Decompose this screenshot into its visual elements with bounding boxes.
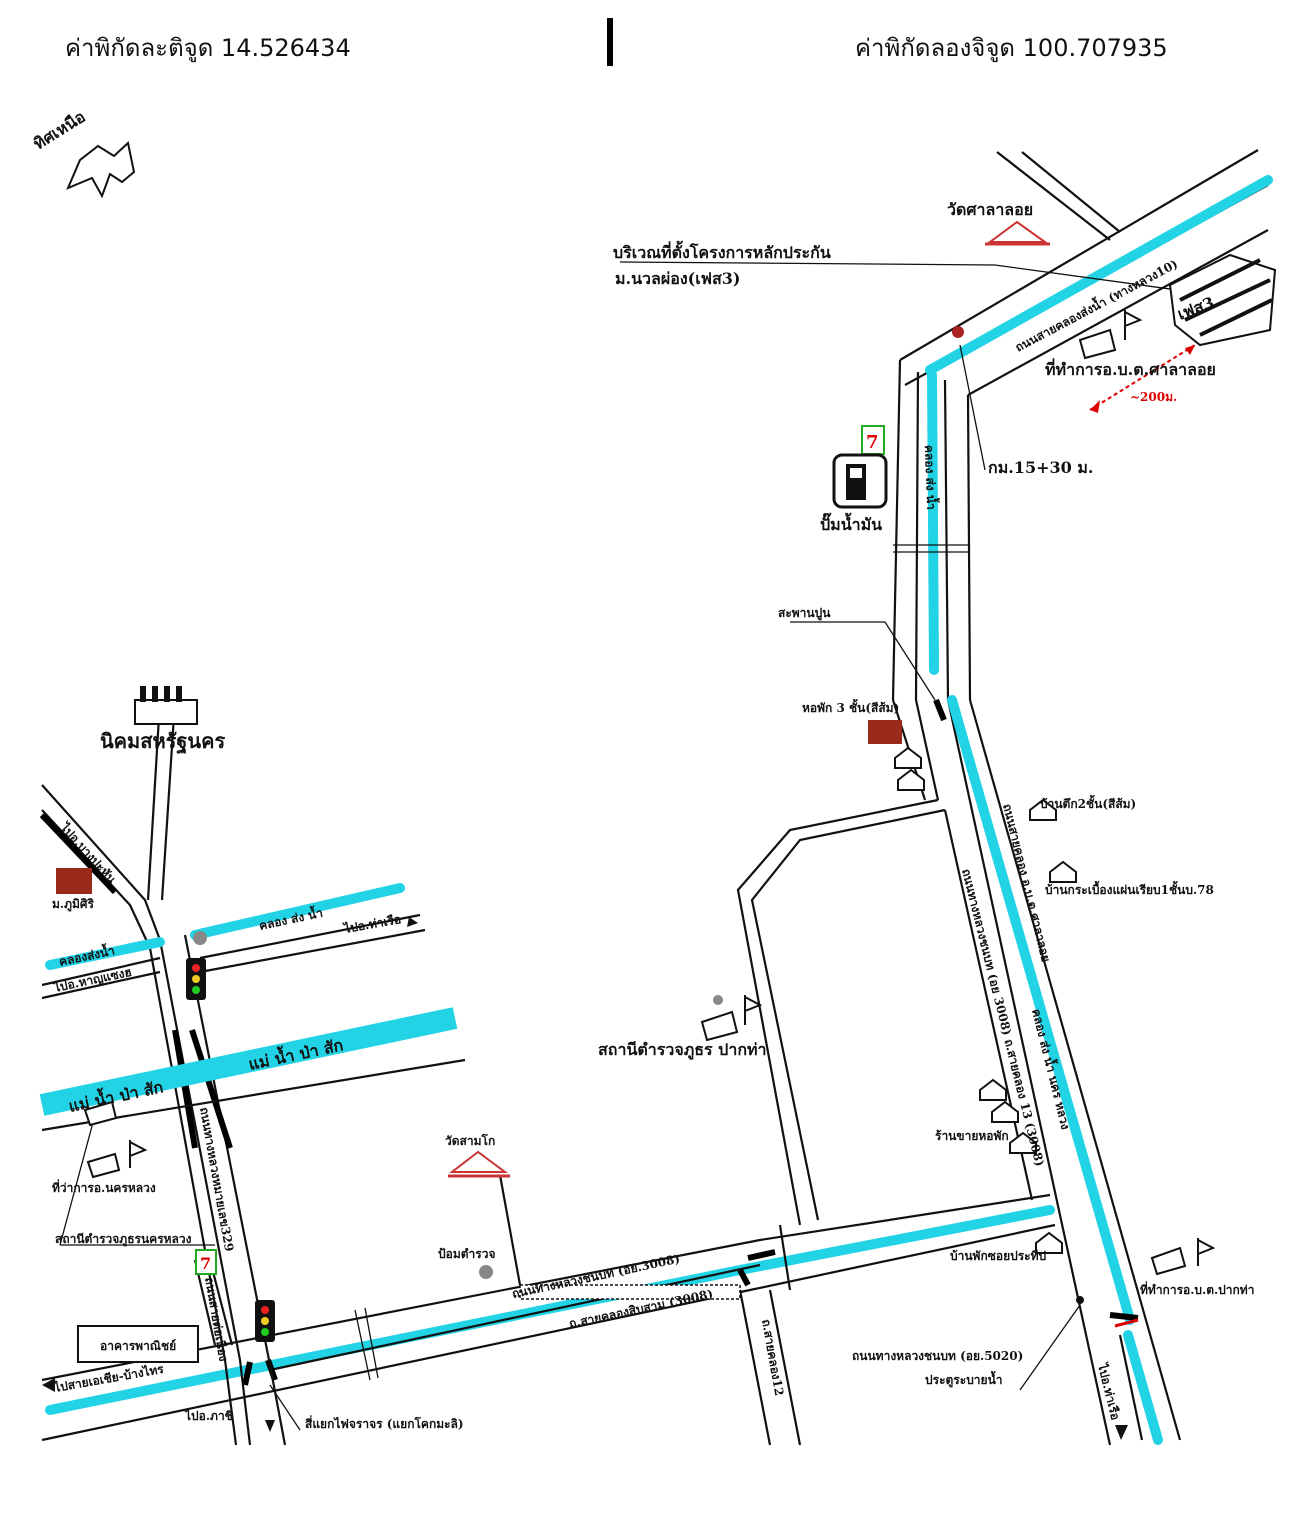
dorm-building-icon — [868, 720, 902, 744]
dorm-building-icon-2 — [56, 868, 92, 894]
label-nikom: นิคมสหรัฐนคร — [100, 729, 225, 755]
office-flag-icons — [83, 310, 1216, 1276]
label-project-line2: ม.นวลผ่อง(เฟส3) — [615, 269, 740, 288]
label-police-box: ป้อมตำรวจ — [438, 1247, 495, 1261]
label-canal-diag: คลอง ส่ง น้ำ นคร หลวง — [1029, 1007, 1075, 1131]
svg-text:7: 7 — [866, 432, 879, 453]
label-police-pakthang: สถานีตำรวจภูธร ปากท่า — [598, 1040, 767, 1061]
label-to-phachi: ไปอ.ภาชี — [183, 1408, 233, 1423]
label-canal-vertical: คลอง ส่ง น้ำ — [922, 445, 941, 510]
gas-station-icon — [832, 453, 888, 509]
label-river: แม่ น้ำ ป่า สัก — [246, 1032, 345, 1073]
km-marker-icon — [952, 326, 964, 338]
seven-eleven-icon-2: 7 — [195, 1249, 217, 1275]
label-to-uthai: ไปอ.หาญแซงฮ — [51, 964, 133, 996]
label-junction: สี่แยกไฟจราจร (แยกโคกมะลิ) — [305, 1415, 464, 1431]
temple-icon-2 — [448, 1150, 510, 1178]
label-house2: บ้านตึก2ชั้น(สีส้ม) — [1040, 794, 1136, 811]
traffic-light-icon — [186, 958, 206, 1000]
seven-eleven-icon: 7 — [861, 425, 885, 455]
temple-icon — [985, 220, 1050, 246]
label-wat-salaloy: วัดศาลาลอย — [947, 200, 1033, 219]
factory-icon — [134, 686, 198, 725]
north-label: ทิศเหนือ — [30, 107, 89, 153]
north-arrow-icon — [66, 141, 136, 199]
label-house-dorm: บ้านพักซอยประทีป — [950, 1249, 1047, 1263]
police-box-icon — [193, 931, 723, 1279]
label-wat-samgo: วัดสามโก — [445, 1133, 495, 1148]
longitude-text: ค่าพิกัดลองจิจูด 100.707935 — [855, 34, 1168, 62]
label-market: อาคารพาณิชย์ — [100, 1339, 176, 1353]
label-to-tharua: ไปอ.ท่าเรือ — [341, 911, 402, 936]
label-khlong-song-nam: คลอง ส่ง น้ำ — [257, 903, 324, 933]
label-km: กม.15+30 ม. — [988, 458, 1093, 477]
label-road-5020: ถนนทางหลวงชนบท (อย.5020) — [852, 1349, 1023, 1363]
label-project-line1: บริเวณที่ตั้งโครงการหลักประกัน — [613, 240, 831, 262]
label-gas: ปั๊มน้ำมัน — [820, 512, 882, 534]
rail-strip — [519, 1284, 741, 1300]
phase-area-icon — [1168, 253, 1277, 347]
label-shop: ร้านขายหอพัก — [935, 1129, 1009, 1143]
market-building — [77, 1325, 199, 1363]
header-divider — [607, 18, 613, 66]
label-obt-pakta: ที่ทำการอ.บ.ต.ปากท่า — [1140, 1281, 1254, 1297]
label-house1: บ้านกระเบื้องแผ่นเรียบ1ชั้นบ.78 — [1045, 880, 1214, 897]
label-police-nakhonluang: สถานีตำรวจภูธรนครหลวง — [55, 1232, 192, 1247]
label-distance: ~200ม. — [1130, 390, 1177, 404]
label-dorm3: หอพัก 3 ชั้น(สีส้ม) — [802, 698, 899, 715]
label-road-329: ถนนทางหลวงหมายเลข329 — [197, 1106, 236, 1253]
label-khlong-song-nam2: คลองส่งน้ำ — [57, 941, 116, 969]
traffic-light-icon-2 — [255, 1300, 275, 1342]
label-obt-salaloy: ที่ทำการอ.บ.ต.ศาลาลอย — [1045, 358, 1216, 379]
label-road-vert-small: ถนนสายต่อเนื่อง — [202, 1276, 233, 1363]
label-phumsiri: ม.ภูมิศิริ — [52, 897, 95, 912]
svg-text:7: 7 — [200, 1254, 211, 1273]
label-office-nakhonluang: ที่ว่าการอ.นครหลวง — [52, 1179, 156, 1195]
label-sluice: ประตูระบายน้ำ — [925, 1370, 1003, 1388]
latitude-text: ค่าพิกัดละติจูด 14.526434 — [65, 34, 351, 62]
label-bridge: สะพานปูน — [778, 606, 831, 621]
house-icons — [894, 746, 1077, 1254]
